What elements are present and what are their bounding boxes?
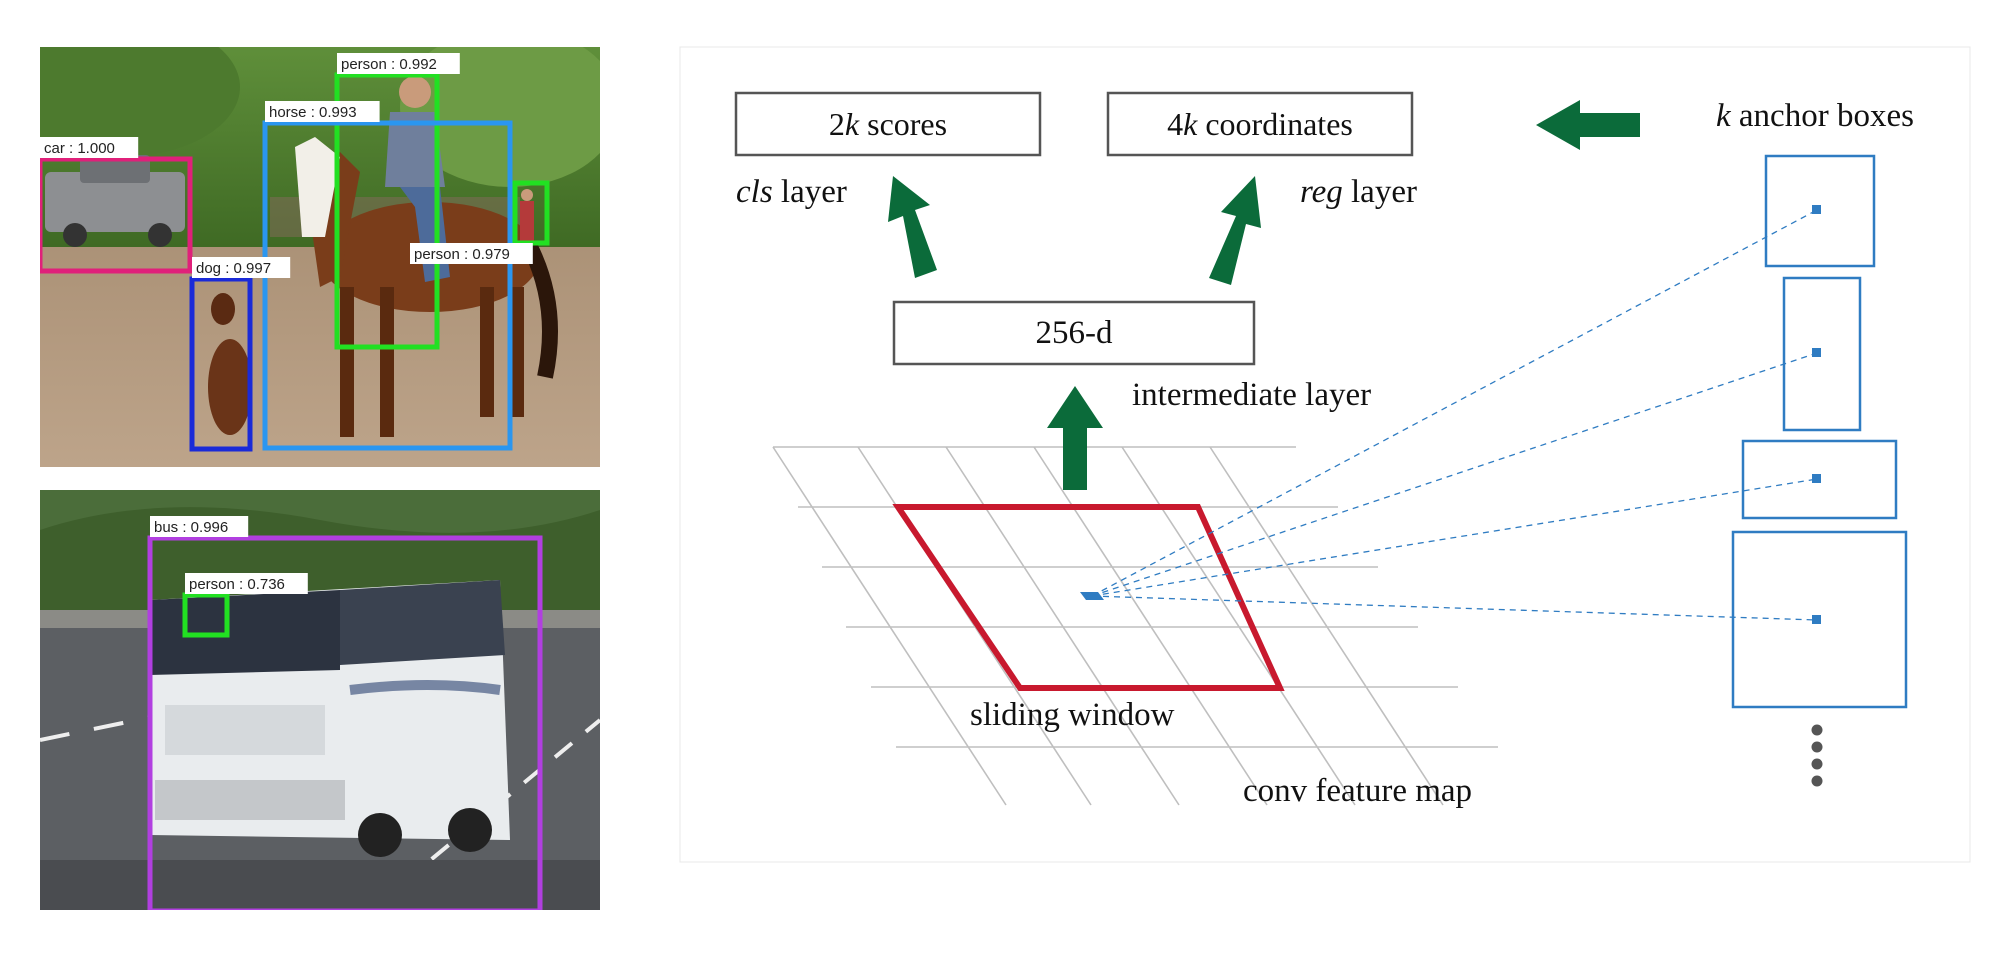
- scores-box: [734, 91, 1042, 157]
- sliding-window-label: sliding window: [970, 697, 1175, 733]
- coordinates-box: [1106, 91, 1414, 157]
- anchor-boxes-title: k anchor boxes: [1716, 98, 1914, 134]
- person-right-shape: [520, 189, 534, 241]
- detection-label-bg: [337, 53, 460, 74]
- detection-box: [334, 72, 440, 350]
- detection-box: [262, 120, 513, 451]
- anchor-box-4: [1731, 530, 1908, 709]
- intermediate-box-label: 256-d: [1036, 315, 1113, 351]
- bus-shape: [150, 580, 510, 857]
- grid-column-line: [857, 446, 1092, 806]
- arrow-anchors-to-outputs: [1536, 100, 1640, 150]
- detection-label: person : 0.992: [341, 56, 437, 73]
- horse-shape: [295, 137, 558, 437]
- more-anchors-dots: [1811, 724, 1823, 787]
- arrow-to-reg: [1209, 176, 1261, 285]
- feature-map-label: conv feature map: [1243, 773, 1472, 809]
- detection-box: [182, 592, 230, 638]
- detection-label-bg: [150, 516, 249, 537]
- anchor-center-3: [1812, 474, 1821, 483]
- detection-box: [40, 156, 193, 274]
- feature-map-grid: [772, 446, 1498, 806]
- arrow-to-cls: [888, 176, 937, 278]
- anchor-box-2: [1782, 276, 1862, 432]
- detection-label: car : 1.000: [44, 140, 115, 157]
- intermediate-box: [892, 300, 1256, 366]
- detection-label-bg: [192, 257, 291, 278]
- detection-label: dog : 0.997: [196, 260, 271, 277]
- arrows: [888, 100, 1640, 490]
- grid-column-line: [1121, 446, 1356, 806]
- detection-box: [189, 276, 253, 452]
- intermediate-layer-label: intermediate layer: [1132, 377, 1371, 413]
- anchor-center-1: [1812, 205, 1821, 214]
- sliding-window-outline: [892, 504, 1285, 691]
- grid-column-line: [1033, 446, 1268, 806]
- detection-photo-bus: bus : 0.996 person : 0.736: [40, 490, 600, 910]
- coordinates-box-label: 4k coordinates: [1167, 106, 1353, 142]
- arrow-window-to-intermediate: [1047, 386, 1103, 490]
- detection-label-bg: [40, 137, 139, 158]
- anchor-box-3: [1741, 439, 1898, 520]
- anchor-boxes: [1731, 154, 1908, 709]
- detection-label-bg: [185, 573, 308, 594]
- car-shape: [45, 155, 185, 247]
- dog-shape: [208, 293, 252, 435]
- detection-photo-horse: car : 1.000 person : 0.992 horse : 0.993 do…: [40, 47, 600, 467]
- detection-label: bus : 0.996: [154, 519, 228, 536]
- detection-label-bg: [410, 243, 533, 264]
- anchor-center-2: [1812, 348, 1821, 357]
- detection-label-bg: [265, 101, 380, 122]
- grid-column-line: [772, 446, 1007, 806]
- reg-layer-label: reg layer: [1300, 174, 1417, 210]
- anchor-box-1: [1764, 154, 1876, 268]
- anchor-center-4: [1812, 615, 1821, 624]
- detection-label: person : 0.979: [414, 246, 510, 263]
- grid-column-line: [1209, 446, 1444, 806]
- anchor-projection-lines: [1091, 209, 1818, 621]
- cls-layer-label: cls layer: [736, 174, 847, 210]
- scores-box-label: 2k scores: [829, 106, 947, 142]
- detection-label: person : 0.736: [189, 576, 285, 593]
- detection-box: [147, 535, 543, 910]
- detection-label: horse : 0.993: [269, 104, 357, 121]
